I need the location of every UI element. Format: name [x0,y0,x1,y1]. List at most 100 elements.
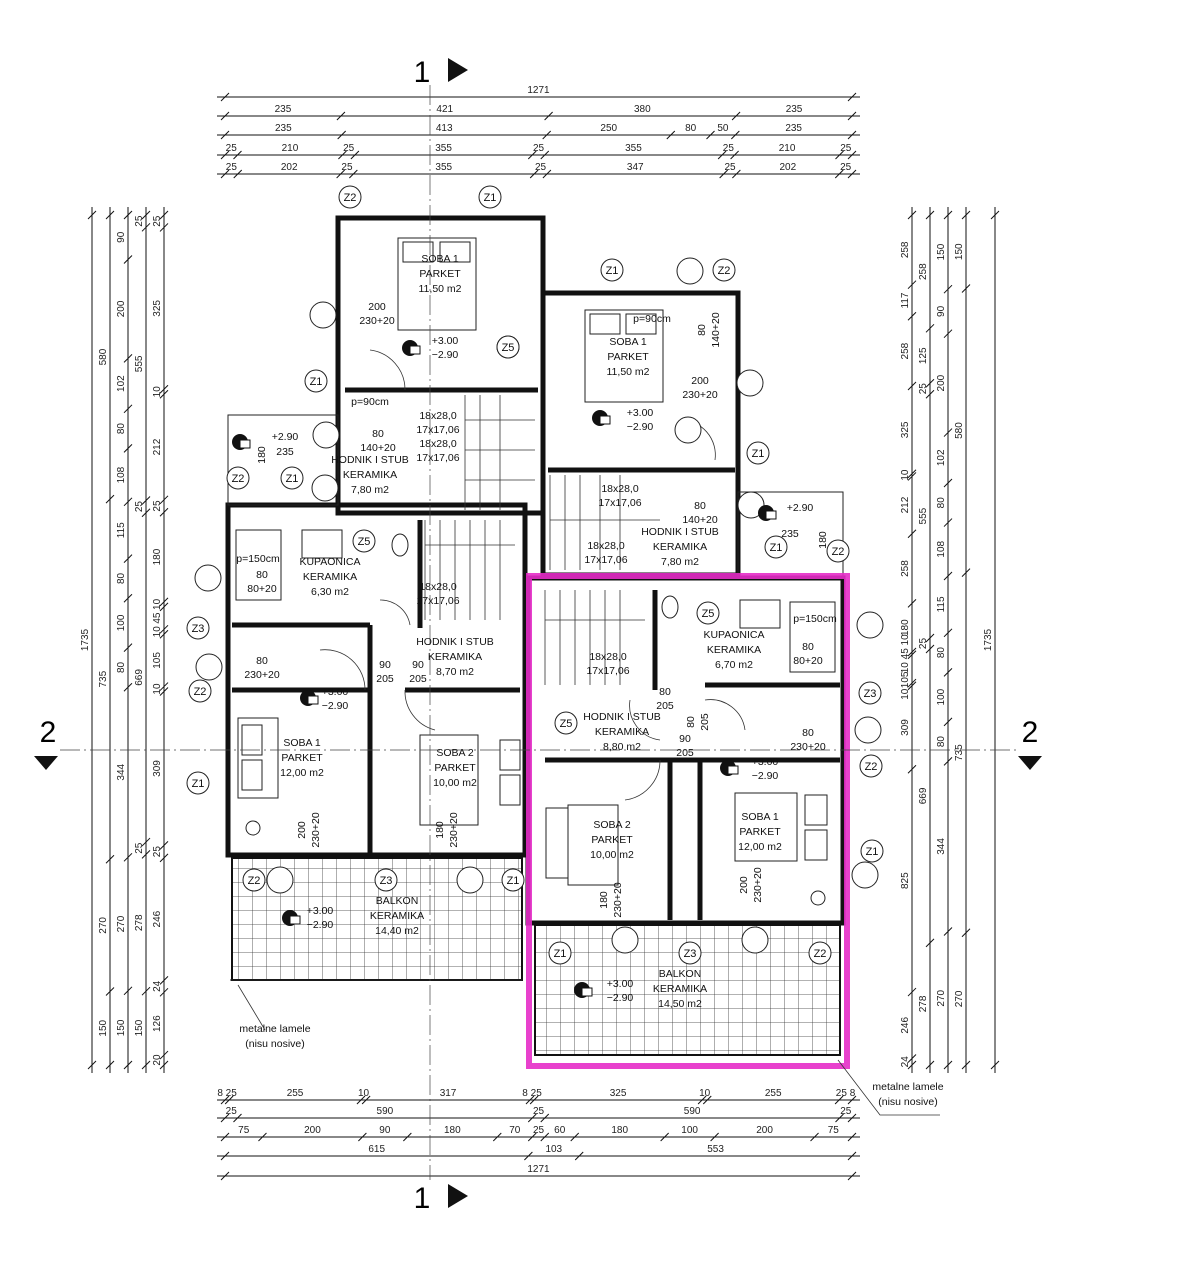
dimension-annotation: 200 [296,821,308,839]
dimension-value: 825 [900,872,911,889]
axis-label: Z5 [502,342,515,354]
room-label: 8,70 m2 [436,666,474,678]
dimension-tick [527,1132,537,1142]
room-label: KERAMIKA [343,469,397,481]
room-label: 14,40 m2 [375,925,419,937]
dimension-tick [925,644,935,654]
dimension-tick [907,647,917,657]
dimension-tick [835,150,844,160]
dimension-value: 102 [116,375,127,392]
dimension-tick [907,678,917,688]
dimension-value: 235 [786,104,803,115]
dimension-annotation: 17x17,06 [584,554,627,566]
dimension-annotation: 205 [699,713,711,731]
dimension-value: 669 [134,669,145,686]
dimension-value: 270 [954,990,965,1007]
dimension-tick [224,1095,234,1105]
dimension-value: 255 [765,1088,782,1099]
dimension-tick [847,1113,857,1123]
room-label: HODNIK I STUB [416,636,494,648]
axis-label: Z5 [702,608,715,620]
section-2-right-label: 2 [1022,716,1039,749]
dimension-value: 235 [275,123,292,134]
dimension-value: 25 [343,143,355,154]
dimension-value: 200 [756,1125,773,1136]
dimension-tick [527,1113,537,1123]
dimension-annotation: 230+20 [310,812,322,847]
dimension-annotation: 230+20 [682,389,717,401]
dimension-value: 235 [275,104,292,115]
dimension-value: 180 [900,619,911,636]
axis-marker: Z2 [226,466,250,490]
dimension-tick [961,1060,971,1070]
axis-label: Z1 [554,948,567,960]
dimension-tick [834,1095,844,1105]
dimension-tick [907,650,917,660]
axis-label: Z2 [832,546,845,558]
axis-marker: Z1 [746,441,770,465]
room-label: 10,00 m2 [433,777,477,789]
dimension-tick [159,507,169,517]
axis-label: Z1 [752,448,765,460]
dimension-tick [706,130,715,140]
dimension-value: 25 [134,501,145,513]
axis-label: Z1 [606,265,619,277]
room-label: 6,30 m2 [311,586,349,598]
dimension-value: 325 [610,1088,627,1099]
dimension-value: 25 [533,1125,545,1136]
dimension-tick [220,150,230,160]
dimension-tick [159,389,169,399]
light-fixture-icon [194,564,222,592]
dimension-tick [943,428,953,437]
axis-label: Z1 [866,846,879,858]
dimension-tick [123,444,133,453]
dimension-value: 25 [341,162,353,173]
dimension-value: 108 [116,466,127,483]
dimension-value: 8 25 [522,1088,542,1099]
dimension-tick [141,837,151,847]
dimension-tick [141,986,151,996]
axis-marker: Z2 [712,258,736,282]
dimension-value: 150 [936,243,947,260]
dimension-tick [907,681,917,691]
dimension-annotation: +3.00 [607,978,634,990]
dimension-value: 555 [134,355,145,372]
dimension-tick [847,111,857,121]
dimension-value: 8 25 [217,1088,237,1099]
dimension-value: 24 [900,1056,911,1068]
room-label: SOBA 1 [421,253,459,265]
dimension-tick [660,1132,670,1142]
dimension-tick [847,1132,857,1142]
dimension-annotation: 230+20 [612,882,624,917]
dimension-tick [527,150,537,160]
dimension-value: 380 [634,104,651,115]
dimension-annotation: +3.00 [322,686,349,698]
axis-marker: Z1 [764,535,788,559]
dimension-tick [220,1132,230,1142]
dimension-tick [123,1060,133,1070]
room-label: BALKON [659,968,702,980]
room-label: KERAMIKA [370,910,424,922]
dimension-value: 246 [152,910,163,927]
dimension-tick [159,223,169,232]
dimension-tick [338,150,347,160]
axis-marker: Z1 [501,868,525,892]
dimension-value: 25 [535,162,547,173]
dimension-annotation: +3.00 [307,905,334,917]
level-marker-icon [300,690,319,706]
dimension-tick [159,1060,169,1070]
axis-label: Z1 [507,875,520,887]
dimension-annotation: 80 [659,686,671,698]
dimension-tick [961,210,971,220]
dimension-annotation: 17x17,06 [416,452,459,464]
dimension-tick [159,597,169,607]
axis-label: Z2 [232,473,245,485]
dimension-tick [105,1060,115,1070]
dimension-value: 669 [918,787,929,804]
section-arrow-icon [34,756,58,770]
dimension-annotation: 80 [802,727,814,739]
dimension-tick [544,111,553,121]
room-label: SOBA 2 [436,747,474,759]
dimension-annotation: 17x17,06 [598,497,641,509]
